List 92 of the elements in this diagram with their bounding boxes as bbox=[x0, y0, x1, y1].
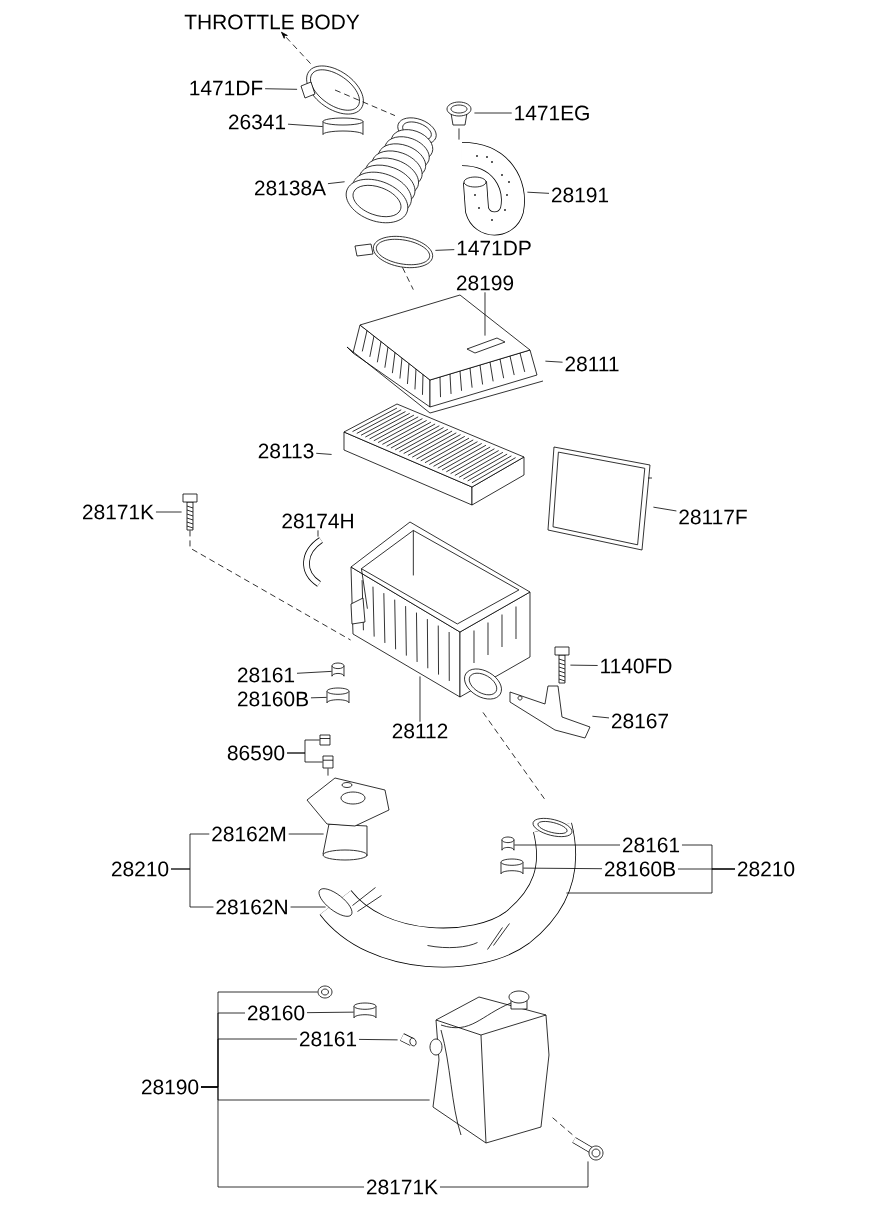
bolt-drawing bbox=[572, 1137, 604, 1161]
part-number: 28160B bbox=[605, 861, 675, 877]
part-number: 28171K bbox=[367, 1179, 438, 1195]
dashed-line bbox=[552, 1117, 573, 1135]
part-number: 1471DP bbox=[457, 240, 531, 256]
part-number: 28111 bbox=[565, 356, 619, 372]
arrow bbox=[281, 31, 311, 64]
hose-clamp-drawing bbox=[300, 65, 364, 115]
air-cleaner-cover-drawing bbox=[346, 294, 544, 414]
grommet-drawing bbox=[331, 662, 345, 677]
destination-label: THROTTLE BODY bbox=[184, 14, 360, 30]
part-number: 28210 bbox=[737, 861, 795, 877]
dashed-line bbox=[402, 267, 414, 290]
leader-line bbox=[327, 768, 329, 776]
leader-line bbox=[570, 664, 599, 666]
part-number: 1471DF bbox=[190, 80, 263, 96]
filter-element-drawing bbox=[343, 403, 525, 506]
leader-line bbox=[306, 1011, 354, 1014]
leader-line bbox=[317, 529, 319, 537]
resonator-tank-drawing bbox=[429, 990, 550, 1144]
hose-clamp-drawing bbox=[446, 101, 472, 126]
part-number: 28161 bbox=[237, 667, 295, 683]
part-number: 26341 bbox=[228, 114, 286, 130]
bracket-drawing bbox=[509, 685, 591, 739]
bolt-drawing bbox=[554, 646, 570, 684]
leader-line bbox=[296, 670, 332, 674]
dashed-line bbox=[482, 712, 546, 800]
grommet-drawing bbox=[500, 858, 524, 875]
screw-drawing bbox=[322, 755, 334, 769]
part-number: 1140FD bbox=[601, 658, 672, 674]
part-number: 28171K bbox=[83, 504, 154, 520]
leader-line bbox=[290, 906, 326, 908]
pin-drawing bbox=[322, 117, 364, 135]
leader-line bbox=[435, 249, 455, 251]
leader-line bbox=[484, 291, 486, 336]
leader-line bbox=[474, 112, 513, 114]
leader-line bbox=[514, 844, 621, 846]
part-number: 28162N bbox=[216, 899, 287, 915]
part-number: 28113 bbox=[258, 443, 314, 459]
intake-duct-drawing bbox=[318, 817, 577, 968]
resonator-drawing bbox=[306, 777, 390, 861]
part-number: 28112 bbox=[392, 723, 448, 739]
grommet-drawing bbox=[501, 836, 515, 851]
leader-line bbox=[155, 511, 182, 513]
part-number: 86590 bbox=[227, 745, 285, 761]
leader-line bbox=[358, 1039, 398, 1041]
part-number: 28161 bbox=[622, 837, 680, 853]
screw-drawing bbox=[319, 734, 331, 746]
part-number: 28199 bbox=[456, 275, 514, 291]
part-number: 28160 bbox=[247, 1005, 305, 1021]
leader-line bbox=[310, 696, 327, 699]
leader-line bbox=[264, 88, 298, 90]
leader-line bbox=[592, 715, 610, 719]
breather-hose-drawing bbox=[461, 142, 525, 236]
leader-line bbox=[327, 181, 345, 185]
part-number: 28160B bbox=[238, 691, 308, 707]
dashed-line bbox=[334, 89, 396, 116]
leader-line bbox=[315, 452, 332, 455]
part-number: 28190 bbox=[141, 1079, 199, 1095]
leader-line bbox=[527, 191, 550, 194]
gasket-drawing bbox=[547, 446, 653, 551]
bolt-drawing bbox=[182, 493, 198, 531]
grommet-drawing bbox=[326, 687, 350, 704]
washer-drawing bbox=[317, 985, 333, 999]
part-number: 28167 bbox=[611, 713, 668, 729]
leader-line bbox=[566, 868, 736, 894]
leader-line bbox=[419, 676, 421, 723]
leader-line bbox=[653, 506, 677, 512]
pin-drawing bbox=[400, 1033, 417, 1047]
clip-drawing bbox=[303, 537, 323, 587]
leader-line bbox=[439, 1161, 589, 1188]
leader-line bbox=[286, 752, 323, 763]
leader-line bbox=[288, 833, 324, 835]
grommet-drawing bbox=[353, 1002, 377, 1019]
part-number: 28162M bbox=[212, 826, 286, 842]
leader-line bbox=[545, 360, 563, 363]
part-number: 28117F bbox=[679, 509, 747, 525]
part-number: 28191 bbox=[551, 187, 609, 203]
leader-line bbox=[200, 1086, 365, 1188]
leader-line bbox=[170, 868, 214, 908]
part-number: 1471EG bbox=[515, 105, 589, 121]
label-plate-drawing bbox=[466, 337, 506, 354]
part-number: 28138A bbox=[255, 180, 326, 196]
part-number: 28174H bbox=[282, 513, 353, 529]
hose-clamp-drawing bbox=[354, 235, 434, 269]
dashed-line bbox=[189, 530, 351, 641]
part-number: 28161 bbox=[299, 1031, 357, 1047]
intake-hose-drawing bbox=[345, 117, 437, 224]
leader-line bbox=[523, 867, 603, 870]
leader-line bbox=[287, 123, 323, 127]
leader-line bbox=[458, 128, 460, 140]
part-number: 28210 bbox=[111, 861, 169, 877]
